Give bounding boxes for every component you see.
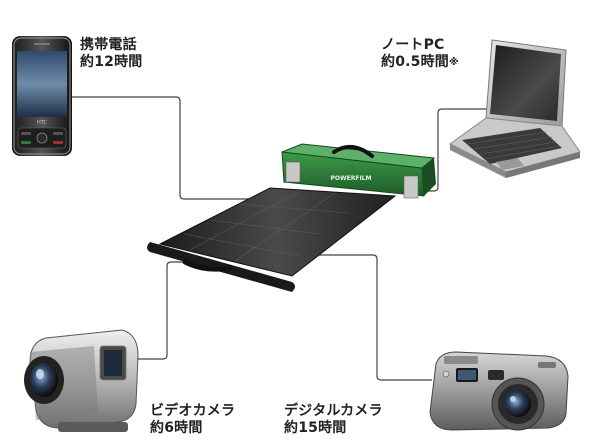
device-label-phone: 携帯電話 約12時間: [80, 37, 142, 71]
smartphone-icon: HTC: [12, 36, 72, 156]
line-digicam: [316, 254, 432, 381]
device-time-laptop-row: 約0.5時間※: [381, 54, 459, 71]
line-laptop: [396, 108, 488, 192]
laptop-icon: [449, 39, 581, 178]
device-time-digicam: 約15時間: [284, 420, 347, 436]
device-name-laptop: ノートPC: [381, 37, 445, 53]
device-label-camcorder: ビデオカメラ 約6時間: [150, 403, 235, 437]
svg-text:HTC: HTC: [37, 120, 48, 126]
video-camera-icon: [24, 329, 139, 432]
connector-lines: [72, 96, 488, 381]
device-time-laptop: 約0.5時間: [381, 54, 450, 70]
digital-camera-icon: [429, 351, 569, 431]
device-time-phone: 約12時間: [80, 54, 143, 70]
charger-brand: POWERFILM: [331, 175, 372, 182]
line-camcorder: [128, 261, 193, 360]
device-name-camcorder: ビデオカメラ: [150, 403, 236, 419]
line-phone: [72, 96, 291, 200]
device-label-digicam: デジタルカメラ 約15時間: [284, 403, 383, 437]
device-name-digicam: デジタルカメラ: [284, 403, 383, 419]
device-label-laptop: ノートPC 約0.5時間※: [381, 37, 459, 71]
device-time-camcorder: 約6時間: [150, 420, 203, 436]
rollable-solar-charger-icon: POWERFILM: [147, 143, 436, 292]
laptop-footnote-mark: ※: [449, 57, 459, 68]
device-name-phone: 携帯電話: [80, 37, 137, 53]
